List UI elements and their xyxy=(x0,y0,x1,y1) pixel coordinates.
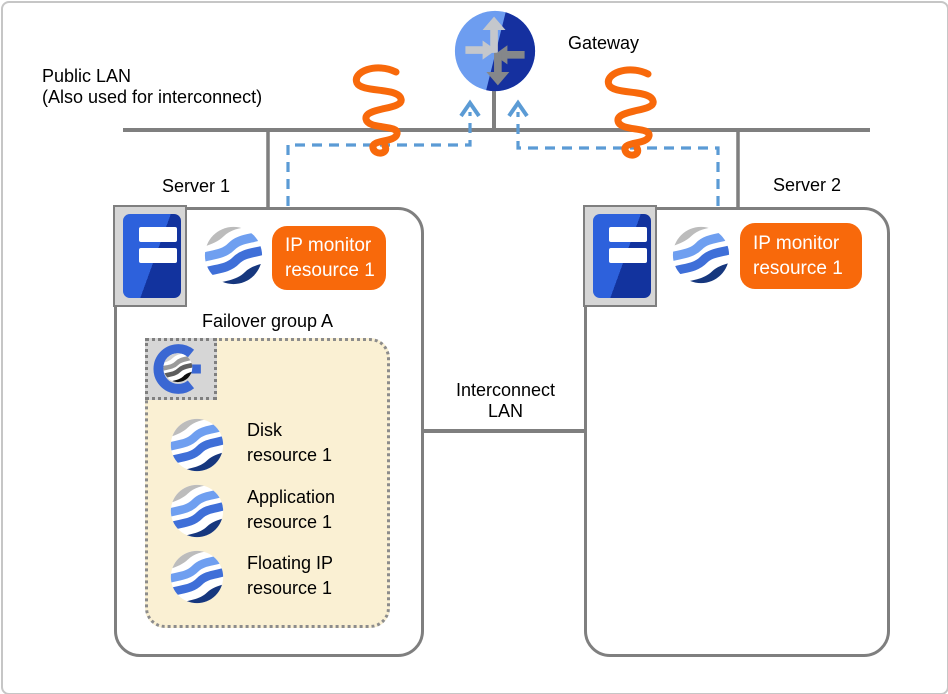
application-resource-label: Application resource 1 xyxy=(247,487,336,532)
floating-ip-resource-label: Floating IP resource 1 xyxy=(247,553,334,598)
server1-ip-monitor-badge: IP monitor resource 1 xyxy=(272,226,386,290)
server1-tower-icon xyxy=(113,205,187,307)
server2-tower-icon xyxy=(583,205,657,307)
server2-ip-monitor-badge: IP monitor resource 1 xyxy=(740,223,862,289)
server2-label: Server 2 xyxy=(773,175,842,195)
failover-group-icon xyxy=(145,338,217,400)
cluster-resource-sphere-icon xyxy=(170,418,224,472)
cluster-resource-sphere-icon xyxy=(170,550,224,604)
failover-group-label: Failover group A xyxy=(201,311,334,331)
gateway-label: Gateway xyxy=(568,33,640,53)
cluster-resource-sphere-icon xyxy=(204,226,263,285)
cluster-resource-sphere-icon xyxy=(672,226,730,284)
disk-resource-label: Disk resource 1 xyxy=(247,420,333,465)
server1-label: Server 1 xyxy=(162,176,231,196)
cluster-resource-sphere-icon xyxy=(170,484,224,538)
public-lan-label: Public LAN (Also used for interconnect) xyxy=(42,66,263,107)
gateway-router-icon xyxy=(454,10,536,92)
interconnect-lan-label: Interconnect LAN xyxy=(455,380,556,421)
